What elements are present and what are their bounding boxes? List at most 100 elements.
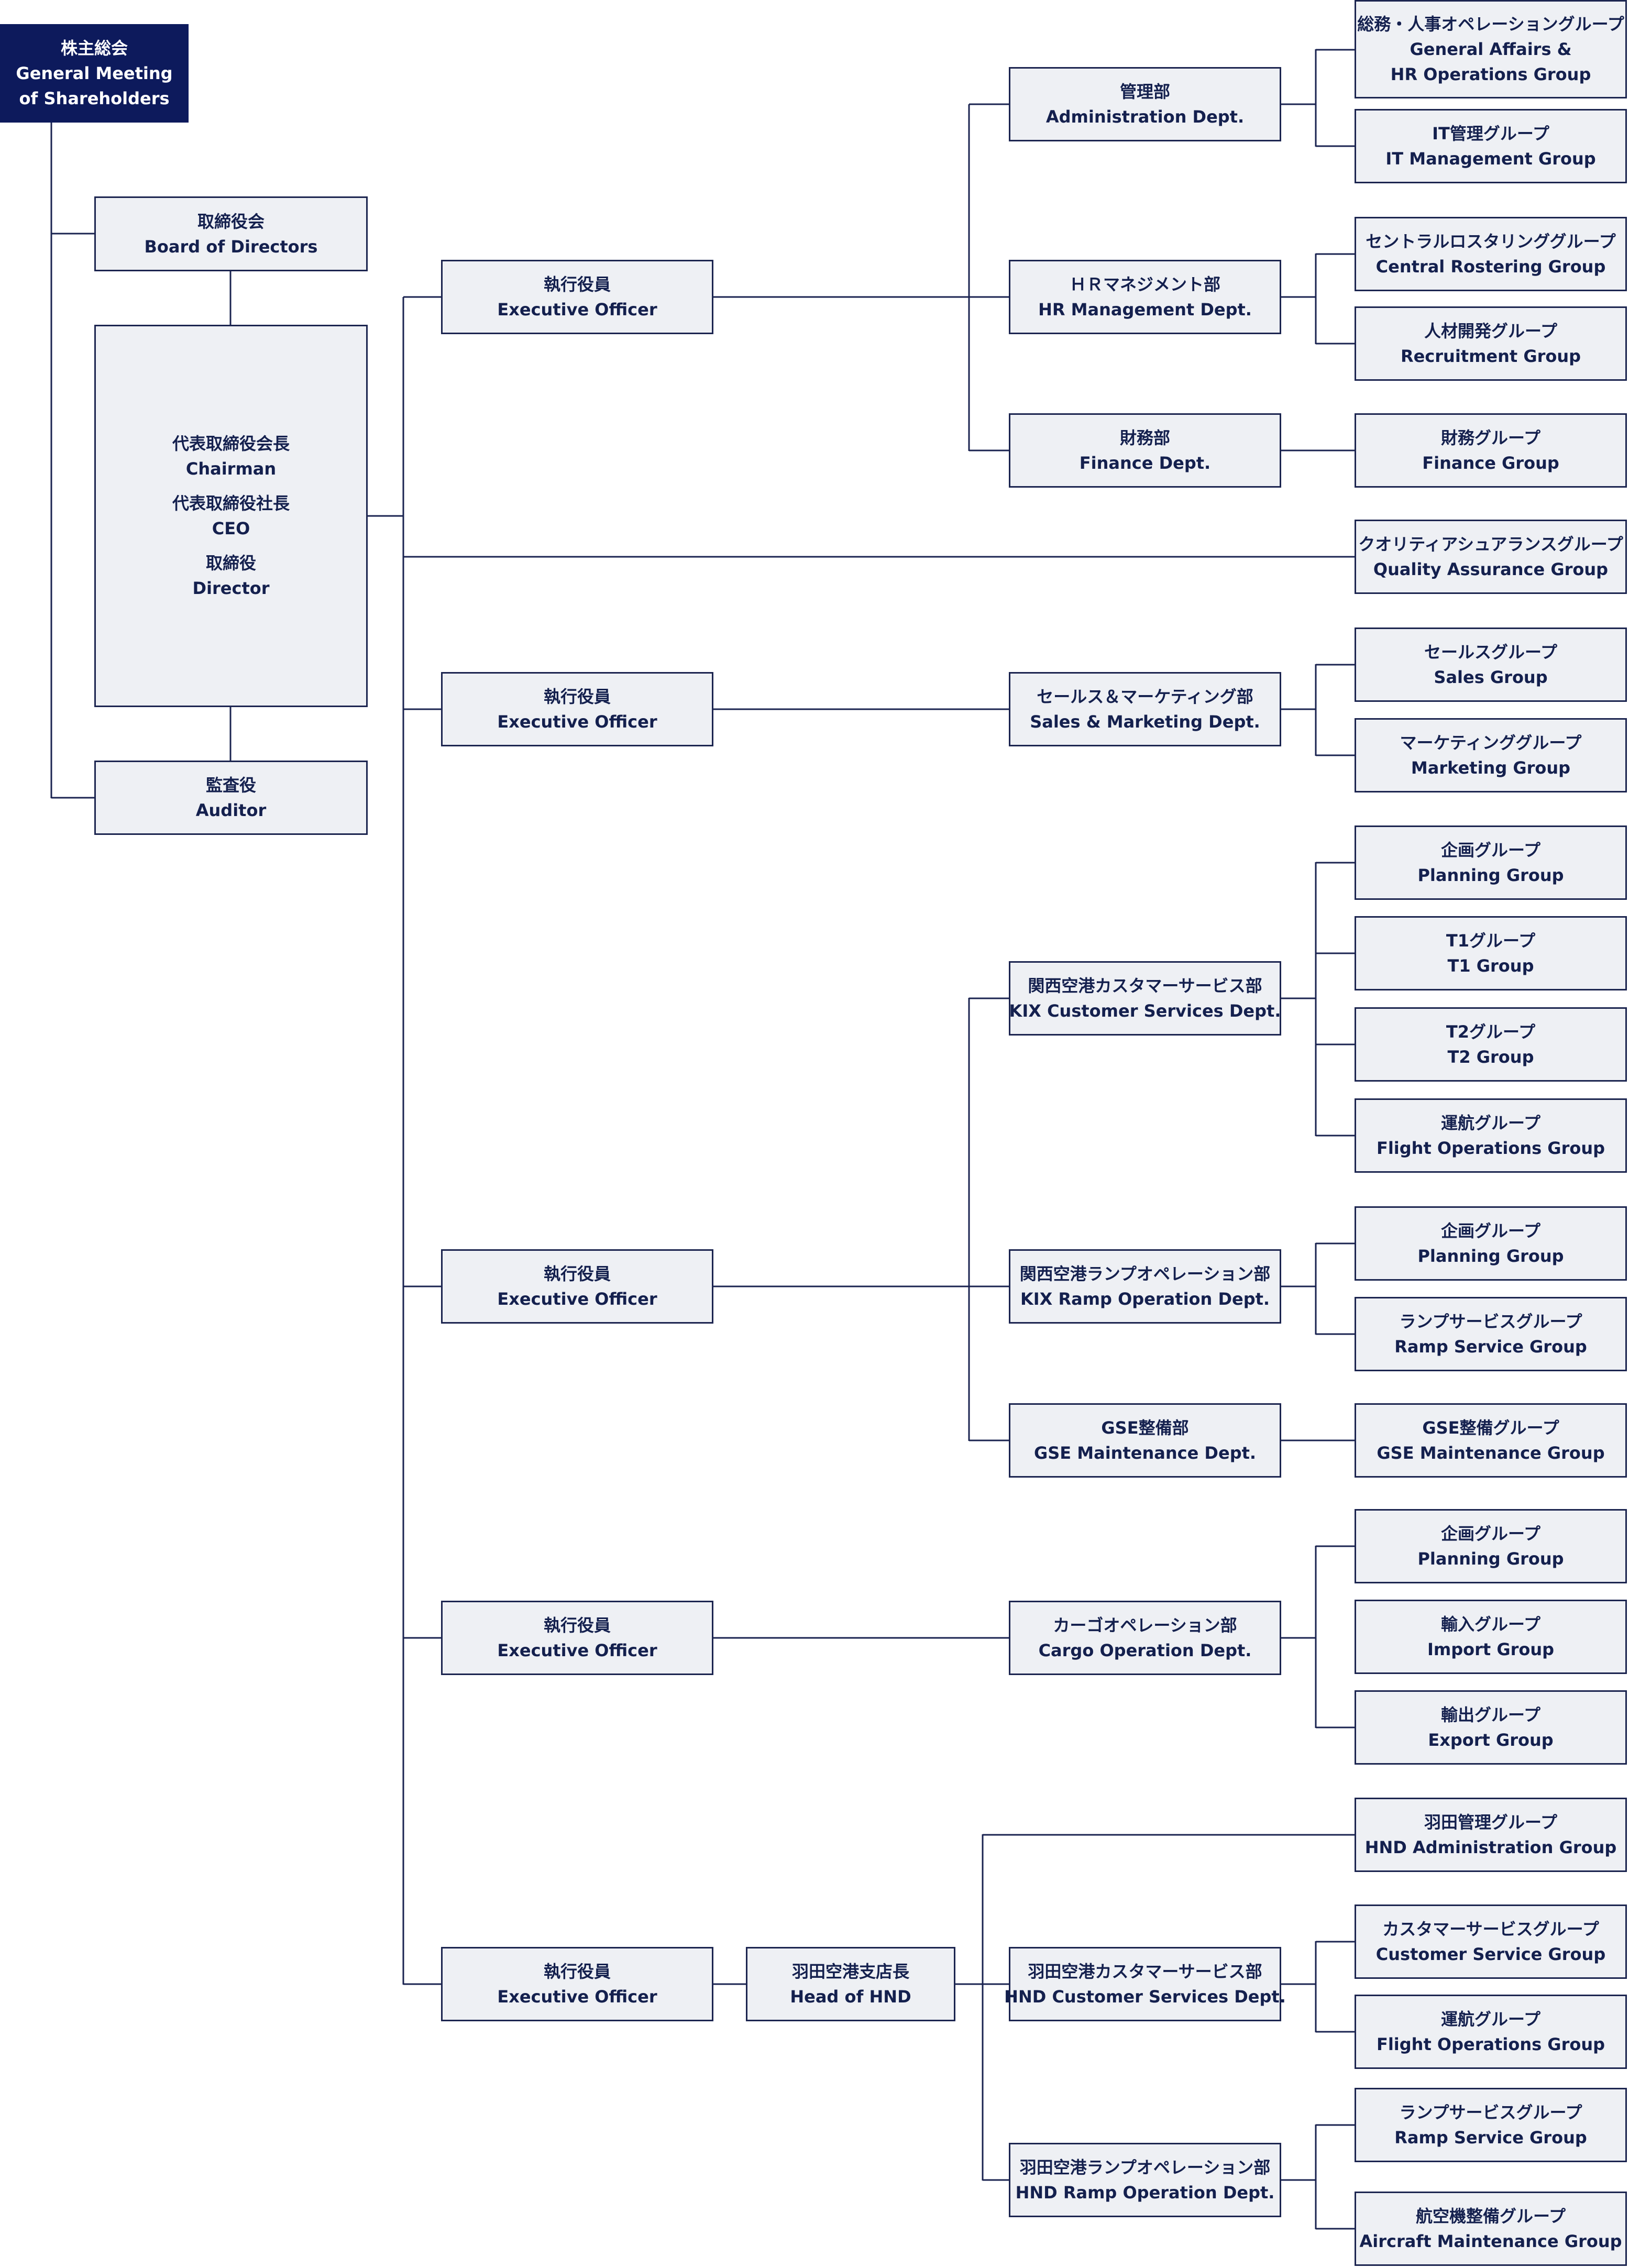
- label-jp: 企画グループ: [1440, 1221, 1541, 1241]
- quality-assurance-group-box: クオリティアシュアランスグループ Quality Assurance Group: [1355, 520, 1627, 594]
- label-en: Executive Officer: [497, 1987, 657, 2007]
- aircraft-maintenance-group-box: 航空機整備グループ Aircraft Maintenance Group: [1355, 2192, 1627, 2266]
- label-jp: 執行役員: [543, 1615, 611, 1635]
- finance-group-box: 財務グループ Finance Group: [1355, 413, 1627, 488]
- label-jp: クオリティアシュアランスグループ: [1358, 534, 1623, 554]
- hnd-flight-operations-group-box: 運航グループ Flight Operations Group: [1355, 1995, 1627, 2069]
- executive-officer-box: 執行役員 Executive Officer: [441, 1601, 713, 1675]
- t2-group-box: T2グループ T2 Group: [1355, 1007, 1627, 1082]
- label-en: KIX Customer Services Dept.: [1009, 1001, 1281, 1021]
- label-en: Central Rostering Group: [1375, 257, 1606, 277]
- finance-dept-box: 財務部 Finance Dept.: [1009, 413, 1281, 488]
- label-jp: ＨＲマネジメント部: [1069, 274, 1220, 294]
- label-en: Executive Officer: [497, 1289, 657, 1309]
- kix-ramp-planning-group-box: 企画グループ Planning Group: [1355, 1206, 1627, 1281]
- label-en: Finance Dept.: [1079, 453, 1211, 473]
- kix-ramp-operation-dept-box: 関西空港ランプオペレーション部 KIX Ramp Operation Dept.: [1009, 1249, 1281, 1324]
- label-en: Planning Group: [1417, 865, 1564, 885]
- label-jp: 人材開発グループ: [1424, 321, 1558, 341]
- label-en: Sales Group: [1434, 667, 1548, 687]
- gse-maintenance-dept-box: GSE整備部 GSE Maintenance Dept.: [1009, 1403, 1281, 1478]
- label-jp: セールスグループ: [1424, 642, 1558, 662]
- label-en: General Affairs &: [1410, 39, 1572, 59]
- label-jp: 運航グループ: [1440, 1113, 1541, 1133]
- sales-group-box: セールスグループ Sales Group: [1355, 627, 1627, 702]
- kix-customer-services-dept-box: 関西空港カスタマーサービス部 KIX Customer Services Dep…: [1009, 961, 1281, 1036]
- label-en: Quality Assurance Group: [1373, 559, 1609, 579]
- auditor-box: 監査役 Auditor: [94, 761, 368, 835]
- label-jp: 企画グループ: [1440, 840, 1541, 860]
- hr-management-dept-box: ＨＲマネジメント部 HR Management Dept.: [1009, 260, 1281, 334]
- recruitment-group-box: 人材開発グループ Recruitment Group: [1355, 306, 1627, 381]
- ceo-jp: 代表取締役社長: [172, 493, 290, 513]
- hnd-administration-group-box: 羽田管理グループ HND Administration Group: [1355, 1798, 1627, 1872]
- export-group-box: 輸出グループ Export Group: [1355, 1690, 1627, 1765]
- label-jp: 輸出グループ: [1440, 1705, 1541, 1725]
- executive-officer-box: 執行役員 Executive Officer: [441, 260, 713, 334]
- label-jp: ランプサービスグループ: [1399, 1312, 1582, 1331]
- label-en: IT Management Group: [1385, 149, 1596, 169]
- label-en: Planning Group: [1417, 1246, 1564, 1266]
- label-jp: 管理部: [1119, 82, 1170, 102]
- marketing-group-box: マーケティンググループ Marketing Group: [1355, 718, 1627, 792]
- label-en: Executive Officer: [497, 712, 657, 732]
- chairman-en: Chairman: [185, 459, 277, 479]
- label-en: Export Group: [1428, 1730, 1554, 1750]
- label-jp: 羽田空港カスタマーサービス部: [1028, 1962, 1262, 1981]
- customer-service-group-box: カスタマーサービスグループ Customer Service Group: [1355, 1904, 1627, 1979]
- label-jp: IT管理グループ: [1432, 124, 1549, 144]
- label-en: Customer Service Group: [1375, 1944, 1606, 1964]
- label-en: HND Customer Services Dept.: [1004, 1987, 1286, 2007]
- administration-dept-box: 管理部 Administration Dept.: [1009, 67, 1281, 141]
- label-en: Executive Officer: [497, 1641, 657, 1660]
- label-jp: GSE整備部: [1101, 1418, 1189, 1438]
- label-jp: 運航グループ: [1440, 2009, 1541, 2029]
- label-en: T1 Group: [1447, 956, 1534, 976]
- label-jp: GSE整備グループ: [1422, 1418, 1559, 1438]
- label-jp: T1グループ: [1446, 931, 1536, 951]
- label-jp: 執行役員: [543, 274, 611, 294]
- kix-planning-group-box: 企画グループ Planning Group: [1355, 825, 1627, 900]
- gse-maintenance-group-box: GSE整備グループ GSE Maintenance Group: [1355, 1403, 1627, 1478]
- label-jp: 輸入グループ: [1440, 1614, 1541, 1634]
- label-en: Ramp Service Group: [1394, 2128, 1587, 2148]
- label-en: Sales & Marketing Dept.: [1030, 712, 1260, 732]
- label-en: Planning Group: [1417, 1549, 1564, 1569]
- label-jp: マーケティンググループ: [1400, 733, 1582, 753]
- label-jp: 執行役員: [543, 687, 611, 707]
- label-en: Board of Directors: [144, 236, 318, 257]
- label-jp: 財務グループ: [1440, 428, 1541, 448]
- hnd-customer-services-dept-box: 羽田空港カスタマーサービス部 HND Customer Services Dep…: [1004, 1947, 1286, 2021]
- label-en: of Shareholders: [19, 89, 170, 108]
- label-en: T2 Group: [1447, 1047, 1534, 1067]
- label-en: Marketing Group: [1411, 758, 1571, 778]
- label-jp: セールス＆マーケティング部: [1037, 687, 1253, 707]
- label-en: Executive Officer: [497, 300, 657, 320]
- board-of-directors-box: 取締役会 Board of Directors: [94, 196, 368, 271]
- label-en: KIX Ramp Operation Dept.: [1020, 1289, 1270, 1309]
- general-affairs-hr-operations-group-box: 総務・人事オペレーショングループ General Affairs & HR Op…: [1355, 0, 1627, 98]
- label-en: Administration Dept.: [1045, 107, 1245, 127]
- label-en: Auditor: [195, 800, 267, 820]
- label-jp: 航空機整備グループ: [1415, 2206, 1566, 2226]
- label-en: Flight Operations Group: [1376, 2034, 1605, 2054]
- label-jp: 総務・人事オペレーショングループ: [1357, 14, 1624, 34]
- label-en: GSE Maintenance Dept.: [1033, 1443, 1257, 1463]
- label-en: Head of HND: [790, 1987, 911, 2007]
- kix-flight-operations-group-box: 運航グループ Flight Operations Group: [1355, 1098, 1627, 1173]
- it-management-group-box: IT管理グループ IT Management Group: [1355, 109, 1627, 183]
- label-jp: カスタマーサービスグループ: [1382, 1919, 1599, 1939]
- label-en: Finance Group: [1422, 453, 1559, 473]
- sales-marketing-dept-box: セールス＆マーケティング部 Sales & Marketing Dept.: [1009, 672, 1281, 746]
- label-en: GSE Maintenance Group: [1377, 1443, 1605, 1463]
- label-jp: 取締役会: [197, 211, 265, 232]
- hnd-ramp-service-group-box: ランプサービスグループ Ramp Service Group: [1355, 2088, 1627, 2162]
- label-jp: 株主総会: [60, 38, 128, 58]
- head-of-hnd-box: 羽田空港支店長 Head of HND: [746, 1947, 955, 2021]
- label-jp: 監査役: [205, 775, 256, 795]
- label-en: Cargo Operation Dept.: [1038, 1641, 1252, 1660]
- hnd-ramp-operation-dept-box: 羽田空港ランプオペレーション部 HND Ramp Operation Dept.: [1009, 2143, 1281, 2217]
- label-jp: 執行役員: [543, 1264, 611, 1284]
- label-en: Recruitment Group: [1400, 346, 1581, 366]
